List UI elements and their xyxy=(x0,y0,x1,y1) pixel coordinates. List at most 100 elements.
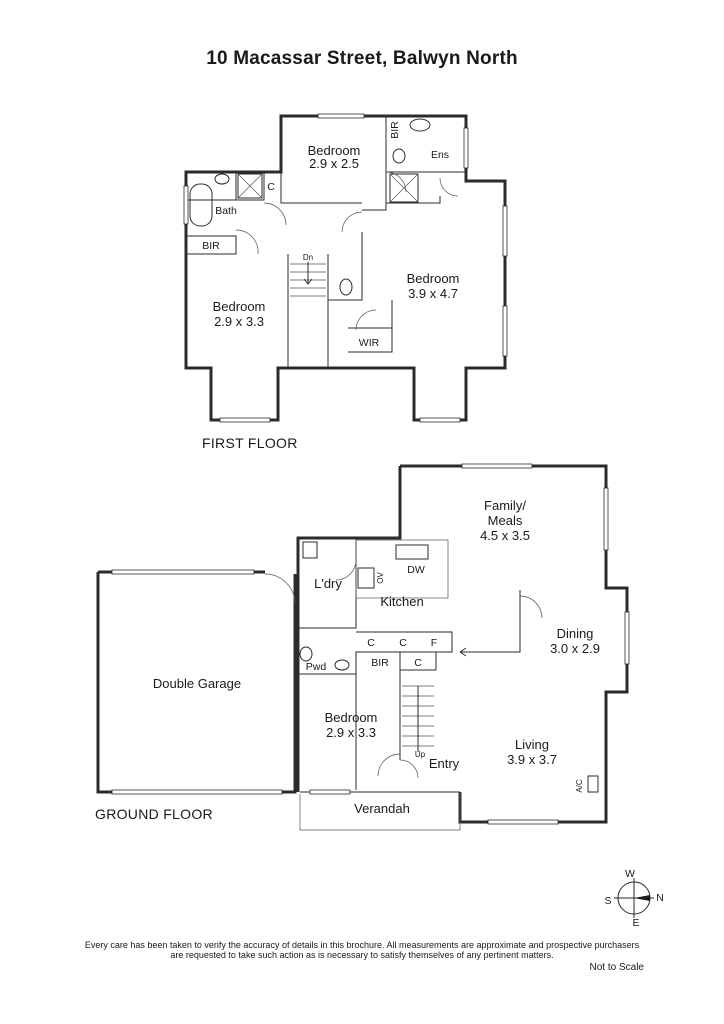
ensuite-toilet xyxy=(392,148,406,164)
compass-s: S xyxy=(604,895,611,907)
gf-living-name: Living xyxy=(515,737,549,752)
first-floor-label: FIRST FLOOR xyxy=(202,435,298,451)
gf-family-name-1: Family/ xyxy=(484,498,526,513)
ground-floor-interior-walls xyxy=(297,538,521,793)
gf-cupboard-3: C xyxy=(414,657,422,669)
gf-family-name-2: Meals xyxy=(488,513,523,528)
gf-cupboard-2: C xyxy=(399,637,407,649)
window xyxy=(219,417,271,423)
shower-cross xyxy=(237,173,263,199)
first-floor-stairs xyxy=(290,262,326,297)
ff-bedroom-left-name: Bedroom xyxy=(213,299,266,314)
disclaimer-line-2: are requested to take such action as is … xyxy=(170,950,554,960)
ff-bedroom-left-size: 2.9 x 3.3 xyxy=(214,314,264,329)
door-swing xyxy=(519,595,543,619)
window xyxy=(463,127,469,169)
door-swing xyxy=(385,171,407,193)
door-swing xyxy=(355,309,377,331)
ground-floor-plan: Family/ Meals 4.5 x 3.5 Dining 3.0 x 2.9… xyxy=(96,463,630,831)
gf-verandah-label: Verandah xyxy=(354,801,410,816)
compass-arrow-icon xyxy=(634,895,650,901)
door-swing xyxy=(263,202,287,226)
door-swing xyxy=(377,753,401,777)
bathtub xyxy=(189,183,213,227)
gf-dw-label: DW xyxy=(407,564,425,576)
cooktop xyxy=(357,567,375,589)
window xyxy=(111,789,283,795)
gf-ac-label: A/C xyxy=(575,779,584,793)
gf-pwd-label: Pwd xyxy=(306,661,327,673)
ff-bedroom-top-size: 2.9 x 2.5 xyxy=(309,156,359,171)
ff-bedroom-right-name: Bedroom xyxy=(407,271,460,286)
door-swing xyxy=(399,759,419,779)
window xyxy=(624,611,630,665)
gf-entry-label: Entry xyxy=(429,756,460,771)
window xyxy=(603,487,609,551)
pwd-basin xyxy=(334,659,350,671)
gf-family-size: 4.5 x 3.5 xyxy=(480,528,530,543)
gf-dining-size: 3.0 x 2.9 xyxy=(550,641,600,656)
first-floor-plan: Bedroom 2.9 x 2.5 Bedroom 3.9 x 4.7 Bedr… xyxy=(183,113,508,423)
window xyxy=(502,305,508,357)
ff-bath-label: Bath xyxy=(215,205,237,217)
bath-basin xyxy=(214,173,230,185)
door-swing xyxy=(439,177,459,197)
compass: W N S E xyxy=(604,868,663,929)
window xyxy=(111,569,255,575)
plan-title: 10 Macassar Street, Balwyn North xyxy=(206,48,518,69)
gf-bedroom-name: Bedroom xyxy=(325,710,378,725)
first-floor-interior-walls xyxy=(186,116,466,368)
door-swing xyxy=(235,229,259,255)
door-swing xyxy=(341,211,363,233)
ff-bir-top-label: BIR xyxy=(389,121,401,139)
door-swing xyxy=(335,559,357,581)
laundry-tub xyxy=(302,541,318,559)
gf-laundry-label: L'dry xyxy=(314,576,342,591)
gf-dining-name: Dining xyxy=(557,626,594,641)
ff-wir-label: WIR xyxy=(359,337,380,349)
verandah-outline xyxy=(299,792,461,831)
gf-fridge-label: F xyxy=(431,637,437,649)
gf-garage-label: Double Garage xyxy=(153,676,241,691)
gf-ov-label: OV xyxy=(376,572,385,584)
ensuite-shower-cross xyxy=(389,173,419,203)
gf-bedroom-size: 2.9 x 3.3 xyxy=(326,725,376,740)
gf-kitchen-label: Kitchen xyxy=(380,594,423,609)
ff-cupboard-label: C xyxy=(267,181,275,193)
gf-cupboard-1: C xyxy=(367,637,375,649)
window xyxy=(487,819,559,825)
not-to-scale: Not to Scale xyxy=(589,962,644,973)
ensuite-shower xyxy=(389,173,419,203)
ground-floor-stairs xyxy=(402,685,434,752)
gf-stairs-up-label: Up xyxy=(415,750,426,759)
pwd-toilet xyxy=(299,646,313,662)
ff-stairs-down-label: Dn xyxy=(303,253,313,262)
ff-ens-label: Ens xyxy=(431,149,449,161)
ff-bedroom-top-name: Bedroom xyxy=(308,143,361,158)
kitchen-bench xyxy=(355,539,449,599)
window xyxy=(317,113,365,119)
toilet xyxy=(339,278,353,296)
compass-n: N xyxy=(656,892,664,904)
gf-bir-label: BIR xyxy=(371,657,389,669)
gf-living-size: 3.9 x 3.7 xyxy=(507,752,557,767)
door-swing xyxy=(264,573,296,605)
window xyxy=(461,463,533,469)
ground-floor-label: GROUND FLOOR xyxy=(95,806,213,822)
disclaimer-line-1: Every care has been taken to verify the … xyxy=(84,940,640,950)
compass-e: E xyxy=(632,917,639,929)
shower xyxy=(237,173,263,199)
first-floor-outer-wall xyxy=(184,114,507,422)
ff-bedroom-right-size: 3.9 x 4.7 xyxy=(408,286,458,301)
window xyxy=(309,789,351,795)
ensuite-basin xyxy=(409,118,431,132)
window xyxy=(419,417,461,423)
window xyxy=(183,185,189,225)
ac-unit xyxy=(587,775,599,793)
ff-bir-left-label: BIR xyxy=(202,240,220,252)
compass-w: W xyxy=(625,868,635,880)
sink xyxy=(395,544,429,560)
entry-arrow xyxy=(459,647,470,657)
disclaimer: Every care has been taken to verify the … xyxy=(20,940,704,960)
